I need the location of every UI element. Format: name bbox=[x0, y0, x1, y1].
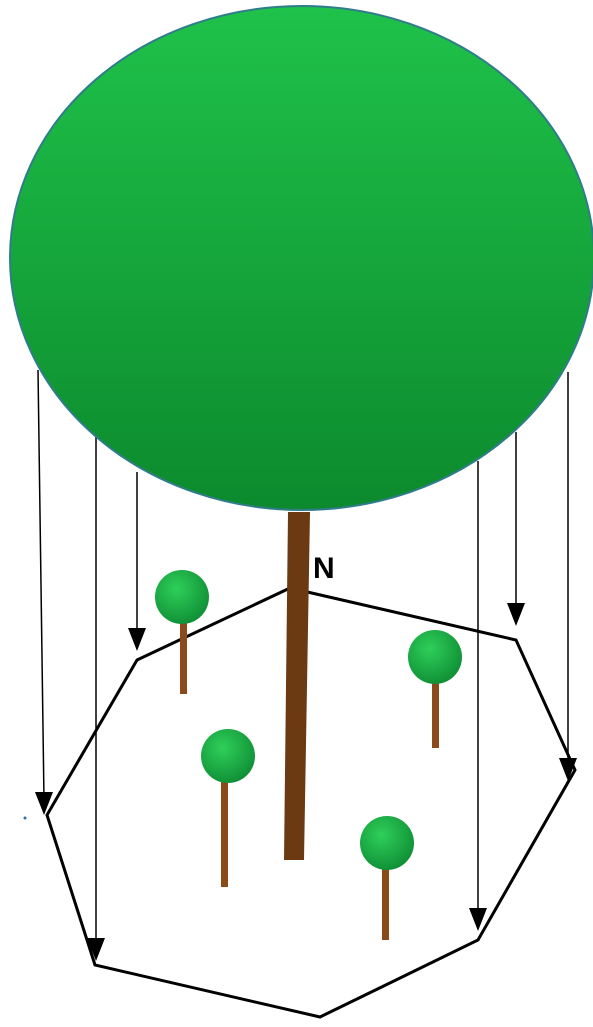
main-tree-trunk bbox=[284, 512, 310, 860]
stray-mark bbox=[24, 817, 27, 820]
small-trunk bbox=[180, 622, 187, 694]
small-tree-4 bbox=[360, 816, 414, 940]
small-tree-icon bbox=[408, 630, 462, 684]
small-tree-3 bbox=[201, 729, 255, 887]
small-tree-1 bbox=[155, 570, 209, 694]
small-tree-icon bbox=[201, 729, 255, 783]
large-tree-canopy-icon bbox=[10, 6, 593, 510]
arrow-head bbox=[128, 628, 146, 651]
arrow-head bbox=[507, 603, 525, 626]
north-label: N bbox=[313, 552, 335, 585]
small-trunk bbox=[432, 680, 439, 748]
small-tree-2 bbox=[408, 630, 462, 748]
crown-projection-polygon bbox=[47, 588, 575, 1017]
small-trunk bbox=[382, 866, 389, 940]
small-trunk bbox=[221, 780, 228, 887]
small-tree-icon bbox=[155, 570, 209, 624]
arrow-down-icon bbox=[38, 370, 44, 800]
small-tree-icon bbox=[360, 816, 414, 870]
